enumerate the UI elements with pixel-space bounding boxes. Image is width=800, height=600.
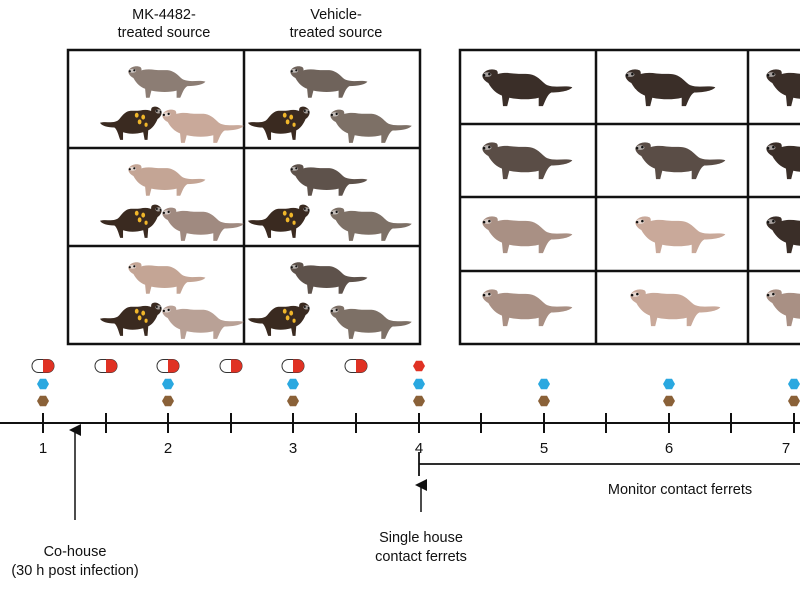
contact-ferret-icon — [766, 289, 800, 327]
mk4482-header-line1: MK-4482- — [132, 7, 196, 23]
contact-ferret-icon — [635, 216, 726, 254]
cohouse-label-line1: Co-house — [43, 544, 107, 560]
contact-ferret-icon — [162, 305, 244, 339]
infected-ferret-icon — [247, 204, 310, 238]
contact-ferret-icon — [128, 66, 206, 98]
brown-hexagon-icon — [413, 395, 425, 407]
day-label: 3 — [288, 440, 298, 457]
mk4482-header: MK-4482- treated source — [79, 6, 249, 42]
infected-ferret-icon — [100, 106, 162, 140]
capsule-icon — [281, 359, 305, 373]
capsule-icon — [219, 359, 243, 373]
contact-ferret-icon — [330, 305, 412, 339]
vehicle-cage-1 — [247, 66, 412, 143]
contact-ferret-icon — [330, 207, 412, 241]
vehicle-cage-2 — [247, 164, 412, 241]
contact-housing-grid — [458, 48, 800, 346]
single-house-label: Single house contact ferrets — [343, 529, 499, 567]
timeline-axis — [0, 413, 800, 433]
capsule-icon — [31, 359, 55, 373]
blue-hexagon-icon — [162, 378, 174, 390]
contact-ferret-icon — [290, 66, 368, 98]
capsule-icon — [344, 359, 368, 373]
contact-ferret-icon — [482, 142, 573, 180]
contact-ferret-icon — [482, 69, 573, 107]
infected-ferret-icon — [100, 204, 162, 238]
contact-ferret-icon — [128, 164, 206, 196]
brown-hexagon-icon — [37, 395, 49, 407]
mk4482-header-line2: treated source — [117, 25, 211, 41]
contact-ferret-icon — [330, 109, 412, 143]
vehicle-header-line2: treated source — [289, 25, 383, 41]
contact-ferret-icon — [128, 262, 206, 294]
day-label: 1 — [38, 440, 48, 457]
brown-hexagon-icon — [663, 395, 675, 407]
day-label: 2 — [163, 440, 173, 457]
blue-hexagon-icon — [538, 378, 550, 390]
contact-ferret-icon — [630, 289, 721, 327]
infected-ferret-icon — [100, 302, 162, 336]
contact-ferret-icon — [290, 164, 368, 196]
contact-ferret-icon — [162, 109, 244, 143]
contact-ferret-icon — [162, 207, 244, 241]
source-housing-grid — [66, 48, 422, 346]
day-label: 6 — [664, 440, 674, 457]
sampling-markers — [37, 360, 800, 407]
vehicle-header: Vehicle- treated source — [251, 6, 421, 42]
blue-hexagon-icon — [37, 378, 49, 390]
contact-ferret-icon — [290, 262, 368, 294]
blue-hexagon-icon — [413, 378, 425, 390]
blue-hexagon-icon — [788, 378, 800, 390]
mk4482-cage-3 — [100, 262, 244, 339]
capsule-icon — [156, 359, 180, 373]
day-label: 5 — [539, 440, 549, 457]
brown-hexagon-icon — [287, 395, 299, 407]
day-label: 4 — [414, 440, 424, 457]
brown-hexagon-icon — [162, 395, 174, 407]
contact-ferret-icon — [482, 289, 573, 327]
red-hexagon-icon — [413, 360, 425, 372]
contact-ferret-icon — [635, 142, 726, 180]
single-house-label-line2: contact ferrets — [375, 549, 467, 565]
contact-ferret-icon — [766, 216, 800, 254]
monitor-bracket — [418, 452, 800, 476]
brown-hexagon-icon — [538, 395, 550, 407]
day-label: 7 — [781, 440, 791, 457]
monitor-contact-label: Monitor contact ferrets — [607, 482, 753, 498]
mk4482-cage-2 — [100, 164, 244, 241]
cohouse-label: Co-house (30 h post infection) — [0, 543, 166, 581]
vehicle-header-line1: Vehicle- — [310, 7, 362, 23]
infected-ferret-icon — [247, 106, 310, 140]
brown-hexagon-icon — [788, 395, 800, 407]
contact-ferret-icon — [766, 142, 800, 180]
blue-hexagon-icon — [663, 378, 675, 390]
blue-hexagon-icon — [287, 378, 299, 390]
capsule-icon — [94, 359, 118, 373]
vehicle-cage-3 — [247, 262, 412, 339]
treatment-capsules — [31, 359, 368, 373]
contact-ferret-icon — [482, 216, 573, 254]
contact-ferret-icon — [625, 69, 716, 107]
cohouse-label-line2: (30 h post infection) — [11, 563, 139, 579]
mk4482-cage-1 — [100, 66, 244, 143]
infected-ferret-icon — [247, 302, 310, 336]
single-house-label-line1: Single house — [379, 530, 463, 546]
contact-ferret-icon — [766, 69, 800, 107]
